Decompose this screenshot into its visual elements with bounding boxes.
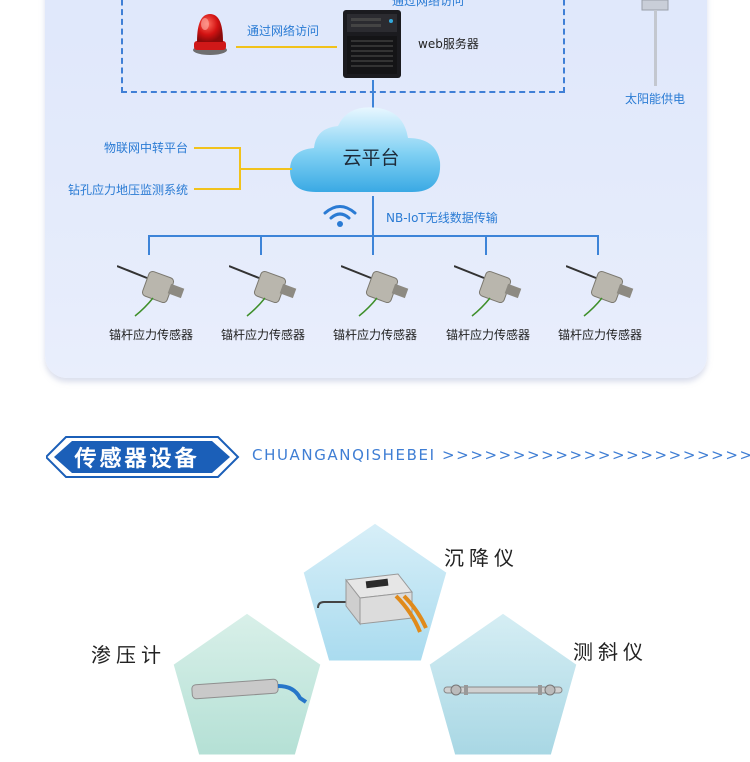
bracket-top	[194, 147, 240, 149]
section-subtitle: CHUANGANQISHEBEI >>>>>>>>>>>>>>>>>>>>>>>	[252, 446, 750, 464]
server-cloud-link	[372, 80, 374, 110]
cloud-icon	[286, 100, 446, 200]
section-banner-shape	[44, 435, 240, 479]
sensor-label: 锚杆应力传感器	[220, 328, 305, 342]
solar-pole-icon	[640, 0, 670, 86]
server-tower-icon	[341, 8, 403, 80]
wifi-icon	[322, 203, 358, 229]
inclinometer-icon	[440, 680, 566, 700]
bracket-bottom	[194, 188, 240, 190]
cloud-label: 云平台	[342, 147, 400, 169]
anchor-stress-sensor-icon	[340, 262, 411, 322]
cloud-bus-link	[372, 196, 374, 236]
sensor-label: 锚杆应力传感器	[557, 328, 642, 342]
anchor-stress-sensor-icon	[453, 262, 524, 322]
sensor-label: 锚杆应力传感器	[108, 328, 193, 342]
settlement-gauge-label: 沉降仪	[444, 546, 519, 570]
anchor-stress-sensor-icon	[228, 262, 299, 322]
bracket-to-cloud	[240, 168, 292, 170]
anchor-stress-sensor-icon	[565, 262, 636, 322]
section-title: 传感器设备	[74, 447, 200, 472]
sensor-label: 锚杆应力传感器	[445, 328, 530, 342]
piezometer-icon	[190, 676, 312, 706]
platform-label-monitor: 钻孔应力地压监测系统	[68, 183, 189, 197]
anchor-stress-sensor-icon	[116, 262, 187, 322]
settlement-gauge-icon	[316, 566, 428, 636]
drop-4	[485, 235, 487, 255]
platform-label-iot: 物联网中转平台	[104, 141, 189, 155]
drop-5	[597, 235, 599, 255]
inclinometer-label: 测斜仪	[573, 640, 648, 664]
piezometer-label: 渗压计	[91, 643, 166, 667]
drop-2	[260, 235, 262, 255]
server-label: web服务器	[418, 37, 479, 51]
alarm-connector	[236, 46, 337, 48]
alarm-access-label: 通过网络访问	[247, 24, 320, 38]
drop-1	[148, 235, 150, 255]
transmission-label: NB-IoT无线数据传输	[386, 211, 498, 225]
top-partial-label: 通过网络访问	[392, 0, 465, 8]
alarm-light-icon	[190, 10, 230, 56]
drop-3	[372, 235, 374, 255]
sensor-label: 锚杆应力传感器	[332, 328, 417, 342]
solar-label: 太阳能供电	[625, 92, 686, 106]
server-group-box	[121, 0, 565, 93]
